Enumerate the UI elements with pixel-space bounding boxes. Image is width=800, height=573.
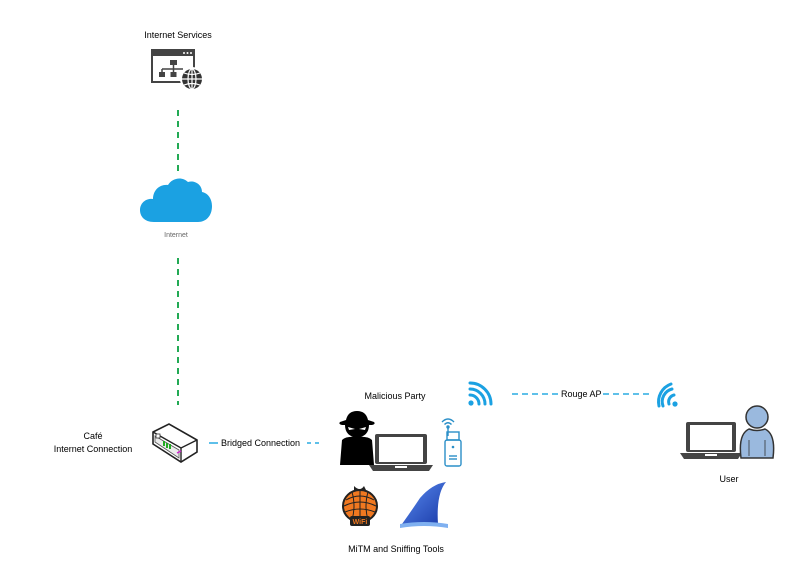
cloud-icon	[140, 176, 212, 224]
mitm-tools-label: MiTM and Sniffing Tools	[348, 544, 444, 554]
bridged-connection-label: Bridged Connection	[221, 438, 301, 448]
cafe-label-line1: Café	[83, 431, 103, 441]
spy-icon	[338, 410, 376, 466]
malicious-party-label: Malicious Party	[364, 391, 426, 401]
internet-label: Internet	[164, 232, 188, 239]
user-icon	[737, 404, 777, 460]
web-server-globe-icon	[150, 48, 208, 92]
user-label: User	[719, 474, 739, 484]
usb-wifi-adapter-icon	[438, 414, 464, 470]
router-icon	[151, 422, 199, 464]
user-laptop-icon	[680, 420, 742, 460]
wifi-pineapple-icon: WiFi	[340, 484, 380, 528]
wifi-signal-icon-attacker	[466, 381, 493, 407]
rouge-ap-label: Rouge AP	[561, 389, 602, 399]
internet-services-label: Internet Services	[144, 30, 212, 40]
svg-text:WiFi: WiFi	[353, 519, 368, 526]
wifi-signal-icon-user	[657, 382, 683, 410]
cafe-label-line2: Internet Connection	[53, 444, 133, 454]
malicious-laptop-icon	[369, 432, 433, 472]
wireshark-fin-icon	[400, 480, 448, 530]
